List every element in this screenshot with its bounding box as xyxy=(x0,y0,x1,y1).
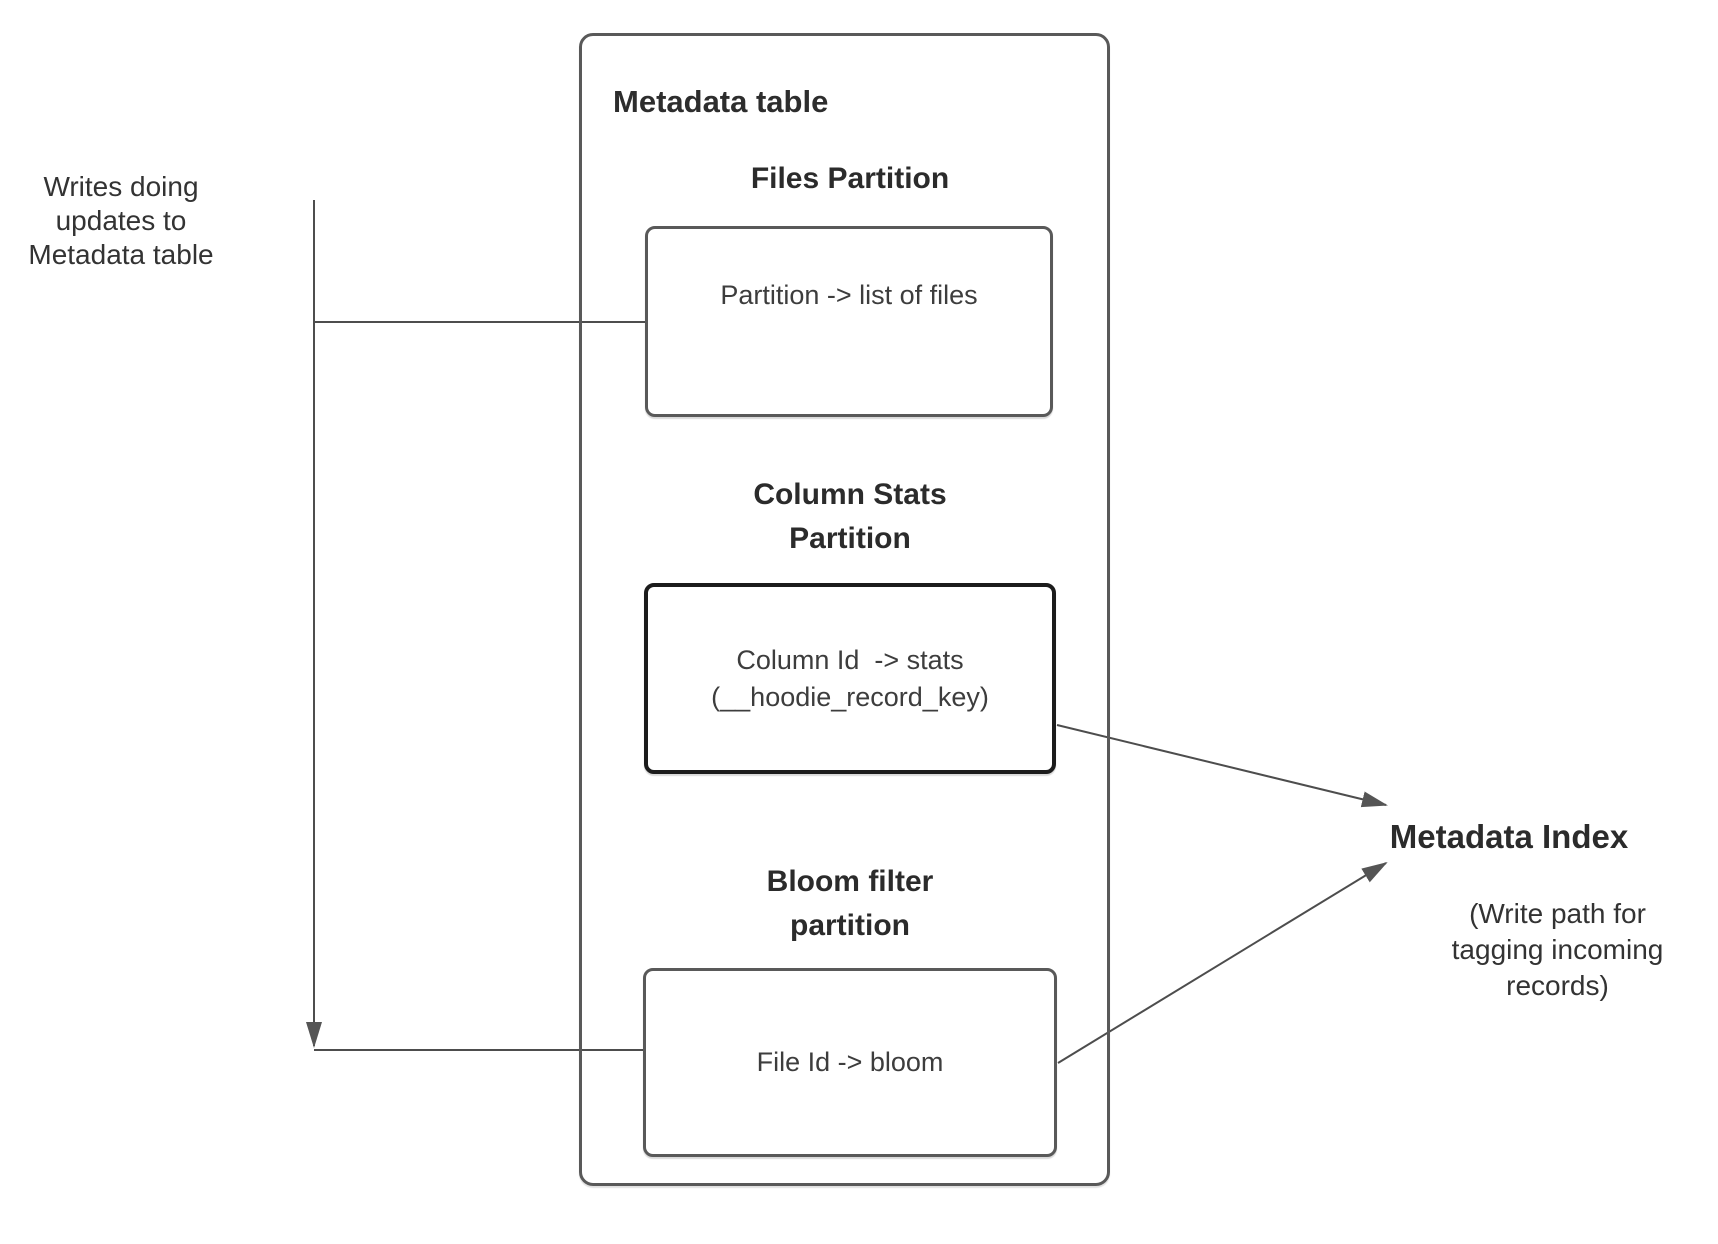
column-stats-mapping: Column Id -> stats xyxy=(736,644,964,675)
metadata-table-container xyxy=(579,33,1110,1186)
metadata-index-note: (Write path for tagging incoming records… xyxy=(1451,898,1664,1001)
column-stats-record-key: (__hoodie_record_key) xyxy=(711,681,989,712)
files-partition-box: Partition -> list of files xyxy=(645,226,1053,417)
bloom-filter-partition-box: File Id -> bloom xyxy=(643,968,1057,1157)
metadata-table-title: Metadata table xyxy=(613,84,829,119)
column-stats-partition-box: Column Id -> stats (__hoodie_record_key) xyxy=(644,583,1056,774)
column-stats-to-metadata-index-arrow xyxy=(1056,724,1388,808)
metadata-index-title: Metadata Index xyxy=(1389,818,1629,855)
bloom-filter-mapping: File Id -> bloom xyxy=(756,1047,944,1077)
files-partition-mapping: Partition -> list of files xyxy=(720,280,978,310)
column-stats-partition-heading: Column Stats Partition xyxy=(753,478,947,555)
bloom-filter-partition-heading: Bloom filter partition xyxy=(766,865,934,942)
writes-updates-note: Writes doing updates to Metadata table xyxy=(28,171,214,270)
files-partition-heading: Files Partition xyxy=(750,162,950,195)
bloom-filter-to-metadata-index-arrow xyxy=(1057,861,1388,1064)
